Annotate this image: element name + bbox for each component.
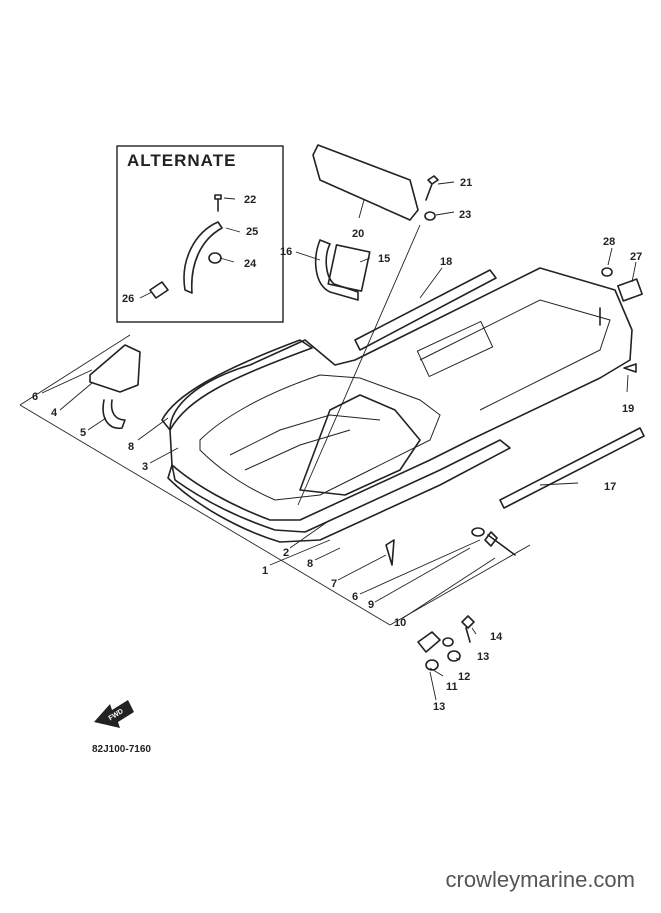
callout-9: 9	[368, 599, 374, 611]
callout-19: 19	[622, 403, 634, 415]
callout-11: 11	[446, 681, 458, 693]
callout-13-right: 13	[477, 651, 489, 663]
callout-5: 5	[80, 427, 86, 439]
callout-20: 20	[352, 228, 364, 240]
callout-16: 16	[280, 246, 292, 258]
callout-10: 10	[394, 617, 406, 629]
callout-17: 17	[604, 481, 616, 493]
fwd-arrow-icon: FWD	[94, 700, 134, 728]
callout-3: 3	[142, 461, 148, 473]
callout-27: 27	[630, 251, 642, 263]
callout-15: 15	[378, 253, 390, 265]
alternate-title: ALTERNATE	[127, 151, 236, 170]
watermark-text: crowleymarine.com	[445, 867, 636, 892]
callout-18: 18	[440, 256, 452, 268]
callout-13-bottom: 13	[433, 701, 445, 713]
callout-14: 14	[490, 631, 503, 643]
callout-labels: 1 2 3 4 5 6 6 7 8 8 9 10 11 12 13 13 14 …	[32, 177, 642, 713]
callout-2: 2	[283, 547, 289, 559]
callout-25: 25	[246, 226, 258, 238]
callout-22: 22	[244, 194, 256, 206]
callout-24: 24	[244, 258, 257, 270]
callout-7: 7	[331, 578, 337, 590]
diagram-code: 82J100-7160	[92, 744, 151, 755]
callout-1: 1	[262, 565, 268, 577]
hull-body	[89, 144, 645, 671]
callout-6-left: 6	[32, 391, 38, 403]
callout-26: 26	[122, 293, 134, 305]
callout-8-bottom: 8	[307, 558, 313, 570]
callout-28: 28	[603, 236, 615, 248]
callout-6-bottom: 6	[352, 591, 358, 603]
alternate-inset: ALTERNATE	[116, 145, 284, 323]
callout-8-left: 8	[128, 441, 134, 453]
callout-12: 12	[458, 671, 470, 683]
leader-lines	[19, 181, 637, 701]
callout-21: 21	[460, 177, 472, 189]
callout-4: 4	[51, 407, 58, 419]
callout-23: 23	[459, 209, 471, 221]
